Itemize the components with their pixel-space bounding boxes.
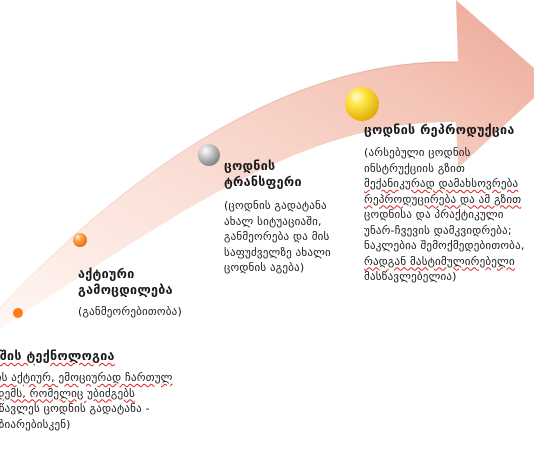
desc-line: ინსტრუქციის გზით bbox=[364, 161, 466, 175]
desc-line: მოსწავლეს ცოდნის გადატანა - bbox=[0, 402, 150, 415]
orange-sphere-icon bbox=[73, 233, 87, 247]
desc-line: ცოდნისა და პრაქტიკული bbox=[364, 208, 504, 221]
stage-knowledge-transfer: ცოდნის ტრანსფერი (ცოდნის გადატანა ახალ ს… bbox=[224, 158, 349, 276]
desc-line: ახალ სიტუაციაში, bbox=[224, 214, 322, 228]
stage-description: (განმეორებითობა) bbox=[78, 304, 228, 320]
desc-line: (არსებული ცოდნის bbox=[364, 146, 471, 159]
stage-description: (არსებული ცოდნის ინსტრუქციის გზით მექანი… bbox=[364, 145, 534, 285]
orange-dot-icon bbox=[13, 308, 23, 318]
stage-title: აქტიური გამოცდილება bbox=[78, 266, 173, 297]
desc-line: (ცოდნის გადატანა bbox=[224, 199, 327, 212]
stage-title: ამაშის ტექნოლოგია bbox=[0, 348, 115, 363]
stage-active-experience: აქტიური გამოცდილება (განმეორებითობა) bbox=[78, 266, 228, 320]
desc-line: უნარ-ჩვევის დამკვიდრება; bbox=[364, 223, 512, 237]
desc-line: რეპროდუცირება და ამ გზით bbox=[364, 192, 522, 206]
stage-description: (ცოდნის გადატანა ახალ სიტუაციაში, განმეო… bbox=[224, 198, 349, 276]
gold-sphere-icon bbox=[345, 87, 379, 121]
desc-line: ცოდნის აგება) bbox=[224, 261, 305, 274]
desc-line: განმეორება და მის bbox=[224, 230, 330, 243]
stage-description: ქმნის აქტიურ, ემოციურად ჩართულ აკადემს, … bbox=[0, 370, 278, 432]
desc-line: ადაზიარებისკენ) bbox=[0, 417, 71, 431]
stage-knowledge-reproduction: ცოდნის რეპროდუქცია (არსებული ცოდნის ინსტ… bbox=[364, 122, 534, 285]
arrow-top-edge bbox=[0, 61, 459, 309]
desc-line: მექანიკურად დამახსოვრება bbox=[364, 177, 519, 190]
stage-technology: ამაშის ტექნოლოგია ქმნის აქტიურ, ემოციურა… bbox=[0, 348, 278, 432]
desc-line: ნაკლებია შემოქმედებითობა, bbox=[364, 239, 525, 252]
desc-line: რადგან მასტიმულირებელი bbox=[364, 254, 515, 268]
desc-line: საფუძველზე ახალი bbox=[224, 245, 331, 259]
arrow-body bbox=[0, 0, 534, 328]
desc-line: აკადემს, რომელიც უბიძგებს bbox=[0, 386, 136, 400]
desc-line: მასწავლებელია) bbox=[364, 270, 457, 283]
stage-title: ცოდნის ტრანსფერი bbox=[224, 158, 302, 189]
silver-sphere-icon bbox=[198, 144, 220, 166]
desc-line: ქმნის აქტიურ, ემოციურად ჩართულ bbox=[0, 371, 173, 384]
desc-line: (განმეორებითობა) bbox=[78, 305, 182, 318]
stage-title: ცოდნის რეპროდუქცია bbox=[364, 122, 515, 137]
